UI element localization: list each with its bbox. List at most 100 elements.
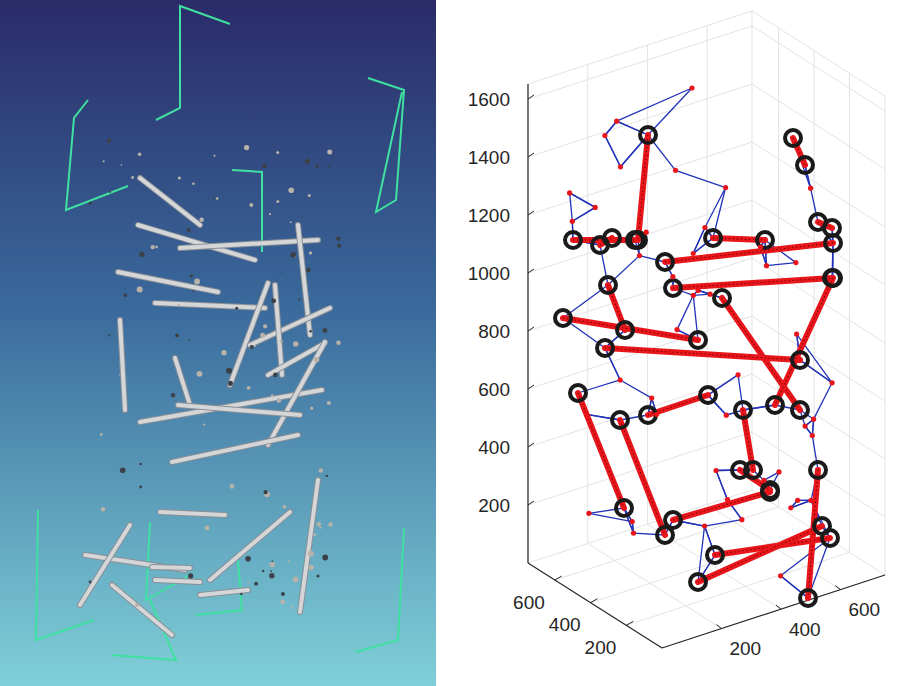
- fibre-line: [673, 492, 770, 520]
- contact-line: [570, 193, 573, 221]
- node-dot: [764, 263, 769, 268]
- end-circle: [767, 397, 783, 413]
- particle: [326, 475, 328, 477]
- rod: [230, 283, 268, 385]
- contact-line: [677, 295, 693, 329]
- fibre-line: [775, 278, 833, 405]
- node-dot: [776, 469, 781, 474]
- particle: [138, 153, 142, 157]
- rod: [300, 480, 318, 612]
- grid-line: [778, 28, 779, 507]
- tick-label: 600: [511, 592, 547, 613]
- contact-line: [605, 121, 617, 135]
- rod-shadow: [172, 435, 298, 462]
- particle: [89, 581, 92, 584]
- tick-label: 400: [787, 619, 823, 640]
- tick-label: 200: [583, 637, 619, 658]
- particle: [317, 522, 321, 526]
- end-circle: [617, 322, 633, 338]
- grid-line: [528, 374, 752, 447]
- grid-line: [814, 51, 815, 530]
- grid-line: [752, 374, 885, 459]
- particle: [100, 433, 103, 436]
- particle: [337, 243, 341, 247]
- end-circle: [640, 127, 656, 143]
- node-dot: [696, 288, 701, 293]
- contact-line: [832, 243, 833, 278]
- node-dot: [793, 260, 798, 265]
- particle: [336, 236, 340, 240]
- particle: [124, 293, 128, 297]
- node-dot: [808, 186, 813, 191]
- end-circle: [665, 512, 681, 528]
- tick-label: 200: [476, 495, 512, 516]
- particle: [260, 333, 265, 338]
- contact-line: [572, 207, 595, 221]
- particle: [263, 324, 267, 328]
- fibre-line: [620, 420, 665, 535]
- grid-line: [528, 153, 534, 157]
- particle: [247, 386, 251, 390]
- particle: [199, 217, 204, 222]
- particle: [319, 468, 323, 472]
- particle: [190, 275, 193, 278]
- contact-network: [563, 88, 833, 598]
- plot-axes: [528, 11, 885, 648]
- contact-line: [675, 170, 725, 187]
- grid-line: [835, 586, 840, 590]
- node-dot: [788, 505, 793, 510]
- node-dot: [739, 517, 744, 522]
- node-dot: [637, 253, 642, 258]
- grid-line: [528, 269, 534, 273]
- fibre-dots: [638, 135, 648, 240]
- particle: [283, 505, 287, 509]
- end-circle: [570, 385, 586, 401]
- rod: [152, 567, 190, 568]
- particle: [103, 160, 105, 162]
- tick-label: 1600: [466, 89, 512, 110]
- contact-line: [605, 135, 621, 166]
- fibre-segments: [555, 85, 841, 606]
- grid-line: [776, 605, 781, 609]
- rod: [178, 405, 300, 415]
- node-dot: [830, 380, 835, 385]
- end-circle: [824, 220, 840, 236]
- contact-line: [781, 576, 808, 598]
- particle: [288, 187, 294, 193]
- rod-shadow: [300, 480, 318, 612]
- particle: [187, 228, 191, 232]
- particle: [188, 573, 193, 578]
- particle: [293, 341, 298, 346]
- particle: [221, 350, 226, 355]
- tick-label: 400: [476, 437, 512, 458]
- end-circle: [792, 352, 808, 368]
- fibre-dots: [665, 243, 833, 262]
- node-dot: [810, 433, 815, 438]
- contact-line: [716, 471, 727, 500]
- rod: [155, 303, 265, 308]
- particle: [276, 151, 279, 154]
- particle: [240, 593, 242, 595]
- node-dot: [708, 292, 713, 297]
- grid-line: [752, 258, 885, 343]
- contact-line: [620, 415, 648, 420]
- particle: [270, 562, 275, 567]
- particle: [177, 304, 179, 306]
- end-circle: [814, 518, 830, 534]
- fibre-line: [578, 393, 624, 508]
- particle: [313, 533, 316, 536]
- node-dot: [725, 497, 730, 502]
- end-circle: [705, 230, 721, 246]
- node-dot: [761, 478, 766, 483]
- rod-shadow: [268, 342, 325, 445]
- end-circle: [792, 402, 808, 418]
- particle: [194, 279, 200, 285]
- contact-line: [708, 375, 738, 395]
- particle: [270, 570, 272, 572]
- end-circle: [627, 232, 643, 248]
- rod-shadow: [160, 512, 225, 515]
- end-circle: [600, 277, 616, 293]
- particle: [320, 527, 322, 529]
- end-circle: [597, 340, 613, 356]
- end-circle: [735, 402, 751, 418]
